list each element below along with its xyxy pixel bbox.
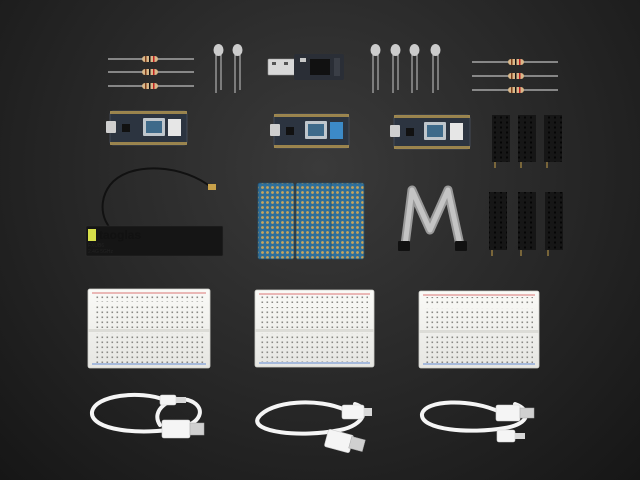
breadboard xyxy=(87,288,211,369)
protoboard xyxy=(330,182,365,260)
protoboard xyxy=(295,182,333,260)
led xyxy=(370,44,381,93)
dev-board xyxy=(390,114,471,150)
resistor xyxy=(108,56,194,62)
led xyxy=(390,44,401,93)
ribbon-cable xyxy=(398,185,467,251)
led xyxy=(213,44,224,93)
antenna-fine-print: 2.4G 5GHz xyxy=(88,249,114,255)
breadboard xyxy=(254,289,375,368)
dev-board xyxy=(106,110,188,146)
breadboard xyxy=(418,290,540,369)
dev-board xyxy=(270,113,350,149)
led-group-left xyxy=(213,44,243,93)
led xyxy=(430,44,441,93)
resistor xyxy=(472,59,558,65)
header-strips-upper xyxy=(492,115,562,168)
resistor-group-left xyxy=(108,56,194,89)
usb-dongle xyxy=(267,54,344,80)
usb-cable xyxy=(420,400,535,443)
resistor xyxy=(108,83,194,89)
protoboard xyxy=(257,182,295,260)
led xyxy=(232,44,243,93)
resistor-group-right xyxy=(472,59,558,93)
usb-cable xyxy=(255,400,372,453)
resistor xyxy=(108,69,194,75)
header-strips-lower xyxy=(489,192,563,256)
led-group-right xyxy=(370,44,441,93)
usb-cable xyxy=(90,392,205,439)
antenna-model-label: FXUB6 xyxy=(88,243,104,249)
led xyxy=(409,44,420,93)
resistor xyxy=(472,73,558,79)
resistor xyxy=(472,87,558,93)
antenna-brand-label: taoglas xyxy=(99,228,141,242)
antenna-panel: taoglas FXUB6 2.4G 5GHz xyxy=(85,225,224,257)
